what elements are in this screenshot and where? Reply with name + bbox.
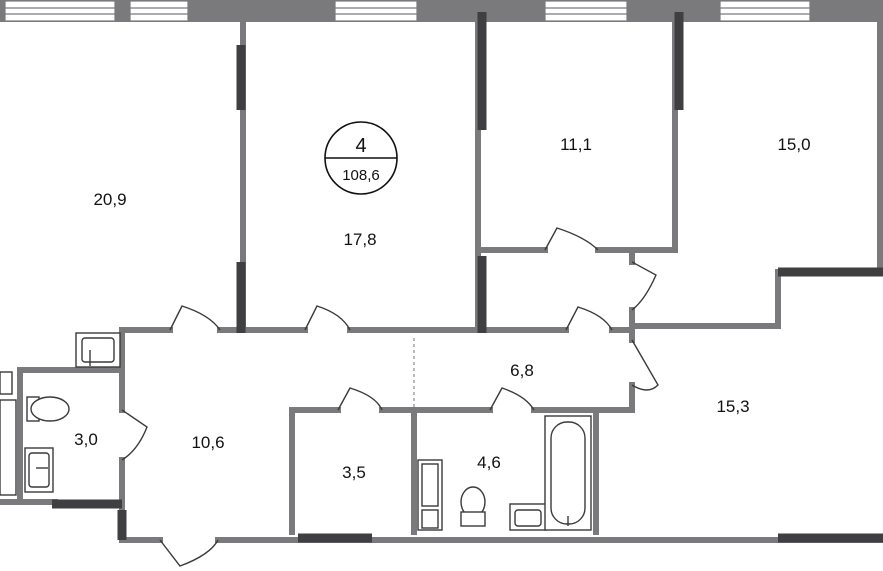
door-wc — [121, 409, 148, 461]
window-top-4 — [544, 0, 628, 22]
window-top-1 — [4, 0, 116, 22]
sink-bathroom — [509, 503, 547, 531]
room-area-kitchen-living: 15,3 — [716, 397, 749, 416]
room-area-bedroom-small: 11,1 — [560, 135, 592, 154]
door-room-20-9 — [169, 305, 221, 331]
door-corridor-right — [565, 306, 613, 331]
window-top-5 — [719, 0, 811, 22]
bathtub — [544, 415, 592, 531]
toilet-wc — [26, 396, 70, 422]
room-area-corridor: 6,8 — [510, 361, 534, 380]
room-labels: 20,9 17,8 11,1 15,0 15,3 6,8 10,6 3,0 3,… — [74, 135, 810, 482]
total-area: 108,6 — [342, 167, 380, 184]
door-room-15-0 — [631, 261, 657, 311]
room-area-bathroom: 4,6 — [477, 453, 501, 472]
room-area-storage: 3,5 — [342, 463, 366, 482]
room-area-wc: 3,0 — [74, 430, 98, 449]
doors — [121, 227, 659, 567]
apartment-badge: 4 108,6 — [324, 121, 398, 195]
door-bathroom — [489, 387, 535, 411]
window-top-3 — [334, 0, 418, 22]
structural-walls — [52, 12, 883, 543]
room-area-bedroom-right: 15,0 — [777, 135, 810, 154]
rooms-count: 4 — [355, 135, 366, 157]
door-kitchen — [631, 339, 659, 391]
wc-edge-fixture — [0, 371, 17, 496]
sink-hall — [75, 332, 121, 368]
washer-storage — [417, 459, 443, 531]
window-top-2 — [129, 0, 189, 22]
door-room-17-8 — [304, 305, 351, 331]
room-area-bedroom-center: 17,8 — [343, 230, 376, 249]
room-area-hall: 10,6 — [191, 433, 224, 452]
fixtures — [0, 332, 592, 531]
sink-wc — [24, 447, 54, 493]
top-facade — [0, 0, 883, 22]
toilet-bathroom — [460, 486, 486, 527]
door-storage — [337, 387, 383, 411]
door-room-11-1 — [544, 227, 599, 251]
room-area-living-left: 20,9 — [93, 190, 126, 209]
door-entrance — [159, 539, 219, 567]
